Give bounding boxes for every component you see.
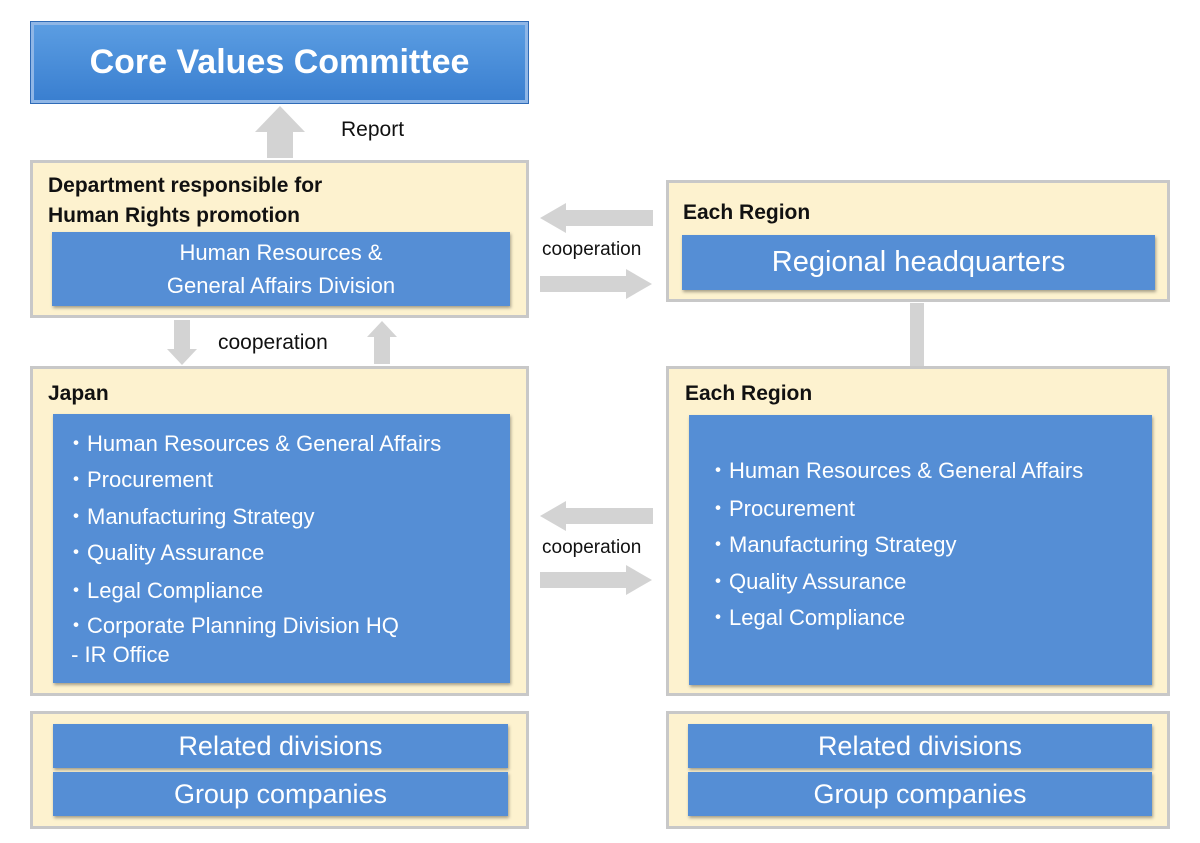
cooperation-label-middle: cooperation [542, 537, 642, 558]
list-item: ・Human Resources & General Affairs [707, 458, 1084, 483]
region-connector [910, 303, 924, 367]
group-companies-box-right: Group companies [688, 772, 1152, 816]
japan-related-panel: Related divisions Group companies [30, 711, 529, 829]
list-item: ・Legal Compliance [707, 605, 906, 630]
cooperation-right-arrow-middle [540, 565, 652, 595]
cooperation-down-arrow [167, 320, 197, 365]
list-item: ・Procurement [707, 496, 855, 521]
cooperation-label-top: cooperation [542, 239, 642, 260]
cooperation-label-vertical: cooperation [218, 331, 328, 354]
list-item: ・Procurement [65, 467, 213, 492]
region-top-panel: Each Region Regional headquarters [666, 180, 1170, 302]
list-item: - IR Office [65, 642, 170, 667]
division-line1: Human Resources & [179, 240, 383, 265]
core-values-committee-box: Core Values Committee [31, 22, 528, 103]
cooperation-up-arrow [367, 321, 397, 364]
department-heading: Department responsible for Human Rights … [48, 171, 322, 231]
regional-headquarters-box: Regional headquarters [682, 235, 1155, 290]
related-divisions-box-right: Related divisions [688, 724, 1152, 768]
department-heading-line1: Department responsible for [48, 174, 323, 197]
japan-panel: Japan ・Human Resources & General Affairs… [30, 366, 529, 696]
cooperation-right-arrow-top [540, 269, 652, 299]
japan-departments-box: ・Human Resources & General Affairs ・Proc… [53, 414, 510, 683]
region-departments-box: ・Human Resources & General Affairs ・Proc… [689, 415, 1152, 685]
japan-heading: Japan [48, 382, 109, 405]
region-bottom-panel: Each Region ・Human Resources & General A… [666, 366, 1170, 696]
hr-general-affairs-division-box: Human Resources & General Affairs Divisi… [52, 232, 510, 306]
related-divisions-box-left: Related divisions [53, 724, 508, 768]
department-heading-line2: Human Rights promotion [48, 204, 300, 227]
region-related-panel: Related divisions Group companies [666, 711, 1170, 829]
report-label: Report [341, 118, 405, 141]
department-panel: Department responsible for Human Rights … [30, 160, 529, 318]
japan-department-list: ・Human Resources & General Affairs ・Proc… [65, 426, 441, 676]
region-department-list: ・Human Resources & General Affairs ・Proc… [707, 453, 1083, 636]
cooperation-left-arrow-middle [540, 501, 653, 531]
region-bottom-heading: Each Region [685, 382, 813, 405]
list-item: ・Manufacturing Strategy [707, 532, 957, 557]
report-up-arrow [255, 106, 305, 158]
region-top-heading: Each Region [683, 201, 811, 224]
cooperation-left-arrow-top [540, 203, 653, 233]
list-item: ・Quality Assurance [65, 540, 265, 565]
division-line2: General Affairs Division [166, 273, 396, 298]
list-item: ・Corporate Planning Division HQ [65, 613, 399, 638]
committee-title: Core Values Committee [89, 43, 470, 81]
list-item: ・Manufacturing Strategy [65, 504, 315, 529]
group-companies-box-left: Group companies [53, 772, 508, 816]
list-item: ・Legal Compliance [65, 578, 264, 603]
list-item: ・Human Resources & General Affairs [65, 431, 442, 456]
list-item: ・Quality Assurance [707, 569, 907, 594]
